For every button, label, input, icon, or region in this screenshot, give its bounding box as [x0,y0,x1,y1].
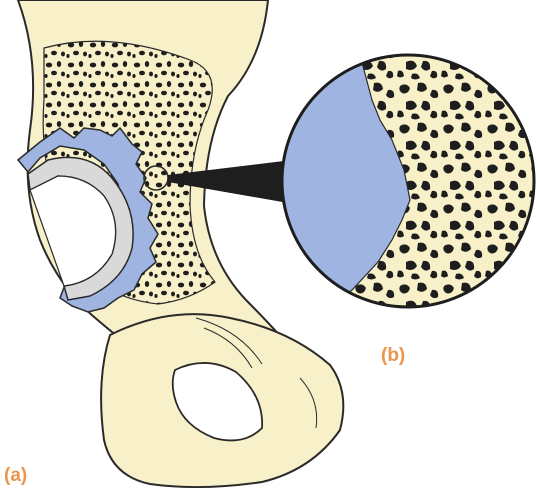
panel-b-label: (b) [381,346,405,365]
panel-a-label: (a) [4,466,27,485]
